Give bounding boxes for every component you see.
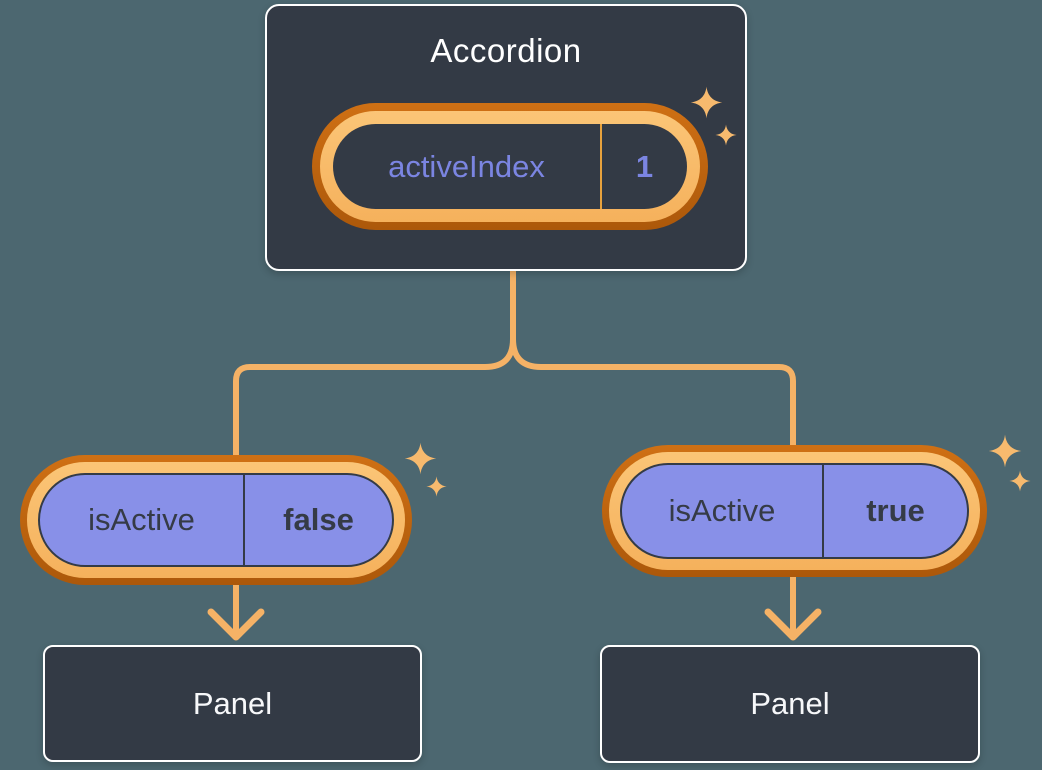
panel-label: Panel — [750, 686, 830, 721]
arrow-right-head-icon — [764, 608, 822, 641]
state-divider — [600, 124, 602, 209]
connector-right-branch — [510, 266, 796, 463]
state-pill-ring: activeIndex 1 — [320, 111, 700, 222]
state-pill-body: activeIndex 1 — [333, 124, 687, 209]
panel-box-left: Panel — [43, 645, 422, 762]
panel-box-right: Panel — [600, 645, 980, 763]
sparkle-icon — [988, 434, 1022, 468]
state-name-label: isActive — [668, 493, 776, 528]
sparkle-icon — [715, 124, 737, 146]
state-value-label: false — [283, 502, 354, 537]
accordion-component-box: Accordion activeIndex 1 — [265, 4, 747, 271]
state-name-label: activeIndex — [388, 148, 545, 184]
sparkle-icon — [404, 442, 437, 475]
is-active-state-pill-left: isActive false — [20, 455, 412, 585]
arrow-left-head-icon — [207, 608, 265, 641]
accordion-title: Accordion — [430, 32, 582, 69]
active-index-state-pill: activeIndex 1 — [312, 103, 708, 230]
sparkle-icon — [690, 86, 723, 119]
state-divider — [243, 475, 245, 565]
state-name-label: isActive — [88, 502, 195, 537]
state-divider — [822, 465, 824, 557]
sparkle-icon — [1009, 470, 1031, 492]
state-pill-ring: isActive false — [27, 462, 405, 578]
panel-label: Panel — [192, 685, 273, 721]
state-value-label: 1 — [635, 148, 654, 184]
state-value-label: true — [866, 493, 925, 528]
connector-left-branch — [233, 266, 516, 473]
is-active-state-pill-right: isActive true — [602, 445, 987, 577]
sparkle-icon — [426, 476, 447, 497]
state-pill-body: isActive true — [620, 463, 969, 559]
state-pill-ring: isActive true — [609, 452, 980, 570]
state-pill-body: isActive false — [38, 473, 394, 567]
